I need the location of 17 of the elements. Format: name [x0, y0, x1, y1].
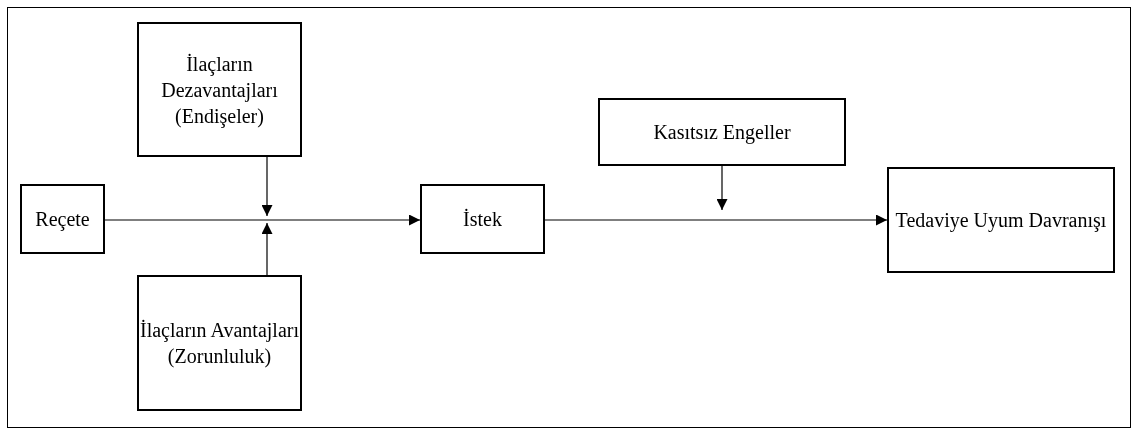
- arrow: [544, 214, 888, 226]
- process-box: [598, 98, 846, 166]
- process-box: [20, 184, 105, 254]
- box-label: Kasıtsız Engeller: [653, 120, 791, 145]
- box-label: İlaçların Dezavantajları (Endişeler): [160, 51, 279, 129]
- box-label: İlaçların Avantajları (Zorunluluk): [139, 318, 300, 369]
- arrow: [716, 165, 728, 211]
- process-box: [420, 184, 545, 254]
- box-label: Reçete: [35, 207, 90, 232]
- box-label: Tedaviye Uyum Davranışı: [895, 208, 1107, 233]
- process-box: [137, 22, 302, 157]
- box-label: İstek: [463, 207, 502, 232]
- process-box: [887, 167, 1115, 273]
- process-box: [137, 275, 302, 411]
- arrow: [261, 156, 273, 217]
- arrow: [104, 214, 421, 226]
- arrow: [261, 222, 273, 276]
